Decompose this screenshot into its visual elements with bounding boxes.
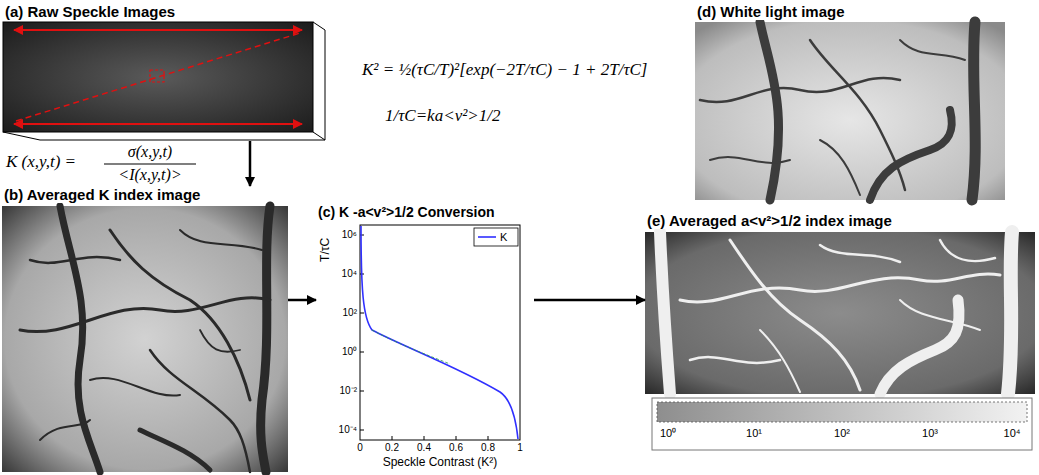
- flow-arrow: [288, 299, 316, 302]
- panel-title: (b) Averaged K index image: [2, 186, 202, 203]
- colorbar-tick: 10³: [922, 427, 938, 440]
- panel-d: (d) White light image: [695, 3, 1005, 200]
- tick-label: 0.4: [417, 442, 431, 454]
- fraction-bar: [104, 163, 196, 164]
- colorbar-tick: 10¹: [746, 427, 762, 440]
- formula: 1/τC=ka<v²>1/2: [385, 106, 500, 126]
- panel-b: (b) Averaged K index image: [2, 186, 288, 472]
- tick-label: 0.2: [385, 442, 399, 454]
- formula: K² = ½(τC/T)²[exp(−2T/τC) − 1 + 2T/τC]: [362, 60, 647, 80]
- formula: <I(x,y,t)>: [118, 166, 181, 184]
- flow-arrow: [249, 141, 252, 186]
- tick-label: 10⁻²: [340, 385, 357, 397]
- panel-title: (c) K -a<v²>1/2 Conversion: [316, 204, 497, 220]
- axis-title: T/τC: [319, 238, 333, 262]
- white-light-image: [695, 22, 1005, 200]
- colorbar-tick: 10⁰: [660, 427, 676, 440]
- formula: σ(x,y,t): [128, 143, 172, 161]
- panel-title: (e) Averaged a<v²>1/2 index image: [645, 212, 894, 229]
- panel-title: (d) White light image: [695, 3, 847, 20]
- velocity-index-image: [645, 232, 1035, 450]
- tick-label: 10⁶: [342, 229, 357, 241]
- tick-label: 0.6: [449, 442, 463, 454]
- colorbar-tick: 10⁴: [1004, 427, 1021, 440]
- speckle-stack: [3, 22, 325, 140]
- formula: K (x,y,t) =: [6, 152, 76, 172]
- legend-text: K: [500, 231, 507, 244]
- tick-label: 10⁻⁴: [339, 424, 357, 436]
- axis-title: Speckle Contrast (K²): [383, 456, 498, 470]
- k-image: [2, 206, 288, 472]
- tick-label: 1: [517, 442, 523, 454]
- tick-label: 0: [357, 442, 363, 454]
- tick-label: 0.8: [481, 442, 495, 454]
- tick-label: 10⁰: [342, 346, 357, 358]
- tick-label: 10⁴: [342, 268, 357, 280]
- colorbar-tick: 10²: [834, 427, 850, 440]
- panel-title: (a) Raw Speckle Images: [3, 3, 177, 20]
- panel-e: (e) Averaged a<v²>1/2 index image: [645, 212, 1035, 394]
- tick-label: 10²: [343, 307, 357, 319]
- flow-arrow: [534, 299, 645, 302]
- conversion-chart: [360, 225, 520, 440]
- panel-a: (a) Raw Speckle Images: [3, 3, 325, 141]
